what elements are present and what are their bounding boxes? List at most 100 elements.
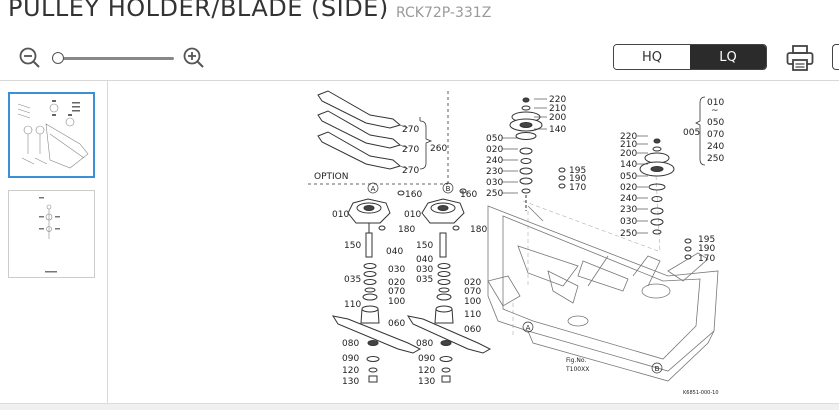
- blade-label: 270: [402, 145, 419, 155]
- side-hardware: [378, 167, 692, 260]
- right-pulley: [639, 138, 675, 235]
- printer-icon[interactable]: [786, 45, 814, 71]
- right-stack-label: 070: [464, 287, 481, 297]
- range-label: 050: [707, 118, 724, 128]
- side-label: 195: [569, 166, 586, 176]
- left-stack-label: 010: [332, 210, 349, 220]
- left-stack-label: 180: [398, 225, 415, 235]
- pulley2-label: 210: [620, 140, 637, 150]
- marker-label: B: [655, 365, 660, 373]
- right-stack-label: 110: [464, 310, 481, 320]
- pulley2-label: 020: [620, 183, 637, 193]
- left-stack-label: 020: [388, 278, 405, 288]
- pulley-label: 240: [486, 156, 503, 166]
- pulley2-label: 200: [620, 149, 637, 159]
- mower-deck: [487, 205, 719, 382]
- right-stack-label: 120: [418, 366, 435, 376]
- left-spindle: [331, 198, 422, 383]
- more-button[interactable]: [832, 44, 839, 70]
- part-code: RCK72P-331Z: [396, 5, 492, 21]
- left-stack-label: 080: [342, 339, 359, 349]
- pulley-label: 030: [486, 178, 503, 188]
- marker-circle: [651, 362, 663, 374]
- zoom-slider-track: [52, 57, 174, 60]
- right-stack-label: 010: [404, 210, 421, 220]
- marker-label: A: [526, 324, 531, 332]
- left-stack-label: 100: [388, 297, 405, 307]
- thumbnail-panel: [0, 81, 108, 403]
- pulley-label: 020: [486, 145, 503, 155]
- marker-circle: [367, 182, 379, 194]
- left-stack-label: 160: [405, 190, 422, 200]
- pulley2-label: 240: [620, 194, 637, 204]
- pulley2-label: 230: [620, 205, 637, 215]
- page-title: PULLEY HOLDER/BLADE (SIDE): [8, 0, 389, 22]
- parts-diagram: OPTION270270270260ABAB160010180150040030…: [308, 90, 724, 396]
- marker-circle: [522, 321, 534, 333]
- center-pulley: [509, 97, 543, 211]
- pulley-label: 250: [486, 189, 503, 199]
- header: PULLEY HOLDER/BLADE (SIDE) RCK72P-331Z: [0, 0, 839, 30]
- right-stack-label: 150: [416, 241, 433, 251]
- zoom-slider-thumb[interactable]: [52, 52, 64, 64]
- right-stack-label: 030: [416, 265, 433, 275]
- zoom-in-icon[interactable]: [182, 46, 206, 70]
- fig-no-label: Fig.No.: [566, 357, 586, 364]
- left-stack-label: 110: [344, 300, 361, 310]
- pulley-label: 220: [549, 95, 566, 105]
- range-label: ~: [711, 106, 719, 116]
- option-label: OPTION: [314, 172, 348, 182]
- right-stack-label: 020: [464, 278, 481, 288]
- right-stack-label: 160: [460, 190, 477, 200]
- left-stack-label: 120: [342, 366, 359, 376]
- left-stack-label: 090: [342, 354, 359, 364]
- left-stack-label: 070: [388, 287, 405, 297]
- pulley-label: 210: [549, 104, 566, 114]
- drawing-code: K6851-000-10: [683, 390, 719, 396]
- side-label: 190: [569, 174, 586, 184]
- right-stack-label: 040: [416, 255, 433, 265]
- quality-hq-button[interactable]: HQ: [614, 45, 690, 69]
- pulley-label: 200: [549, 113, 566, 123]
- range-bracket: [419, 96, 706, 166]
- deck-dashed-lines: [512, 175, 661, 336]
- option-blades: [317, 90, 433, 170]
- thumbnail-page-2[interactable]: [8, 190, 95, 278]
- left-stack-label: 130: [342, 377, 359, 387]
- left-stack-label: 030: [388, 265, 405, 275]
- status-bar: [0, 403, 839, 410]
- pulley2-label: 220: [620, 132, 637, 142]
- side2-label: 195: [698, 235, 715, 245]
- pulley2-label: 140: [620, 160, 637, 170]
- side2-label: 170: [698, 254, 715, 264]
- range-group-label: 005: [683, 128, 700, 138]
- marker-label: A: [371, 185, 376, 193]
- range-label: 070: [707, 130, 724, 140]
- right-spindle: [406, 198, 492, 383]
- blade-group-label: 260: [430, 144, 447, 154]
- pulley2-label: 050: [620, 172, 637, 182]
- side-label: 170: [569, 183, 586, 193]
- left-stack-label: 040: [386, 247, 403, 257]
- quality-lq-button[interactable]: LQ: [690, 45, 766, 69]
- range-label: 240: [707, 142, 724, 152]
- fig-no-value: T100XX: [565, 366, 589, 373]
- thumbnail-page-1[interactable]: [8, 92, 95, 178]
- range-label: 250: [707, 154, 724, 164]
- right-stack-label: 130: [418, 377, 435, 387]
- left-stack-label: 060: [388, 319, 405, 329]
- marker-circle: [442, 182, 454, 194]
- zoom-slider[interactable]: [52, 52, 174, 64]
- right-stack-label: 035: [416, 275, 433, 285]
- pulley2-label: 030: [620, 217, 637, 227]
- left-stack-label: 150: [344, 241, 361, 251]
- range-label: 010: [707, 98, 724, 108]
- blade-label: 270: [402, 166, 419, 176]
- left-stack-label: 035: [344, 275, 361, 285]
- pulley-label: 230: [486, 167, 503, 177]
- marker-label: B: [446, 185, 451, 193]
- zoom-out-icon[interactable]: [18, 46, 42, 70]
- right-stack-label: 100: [464, 297, 481, 307]
